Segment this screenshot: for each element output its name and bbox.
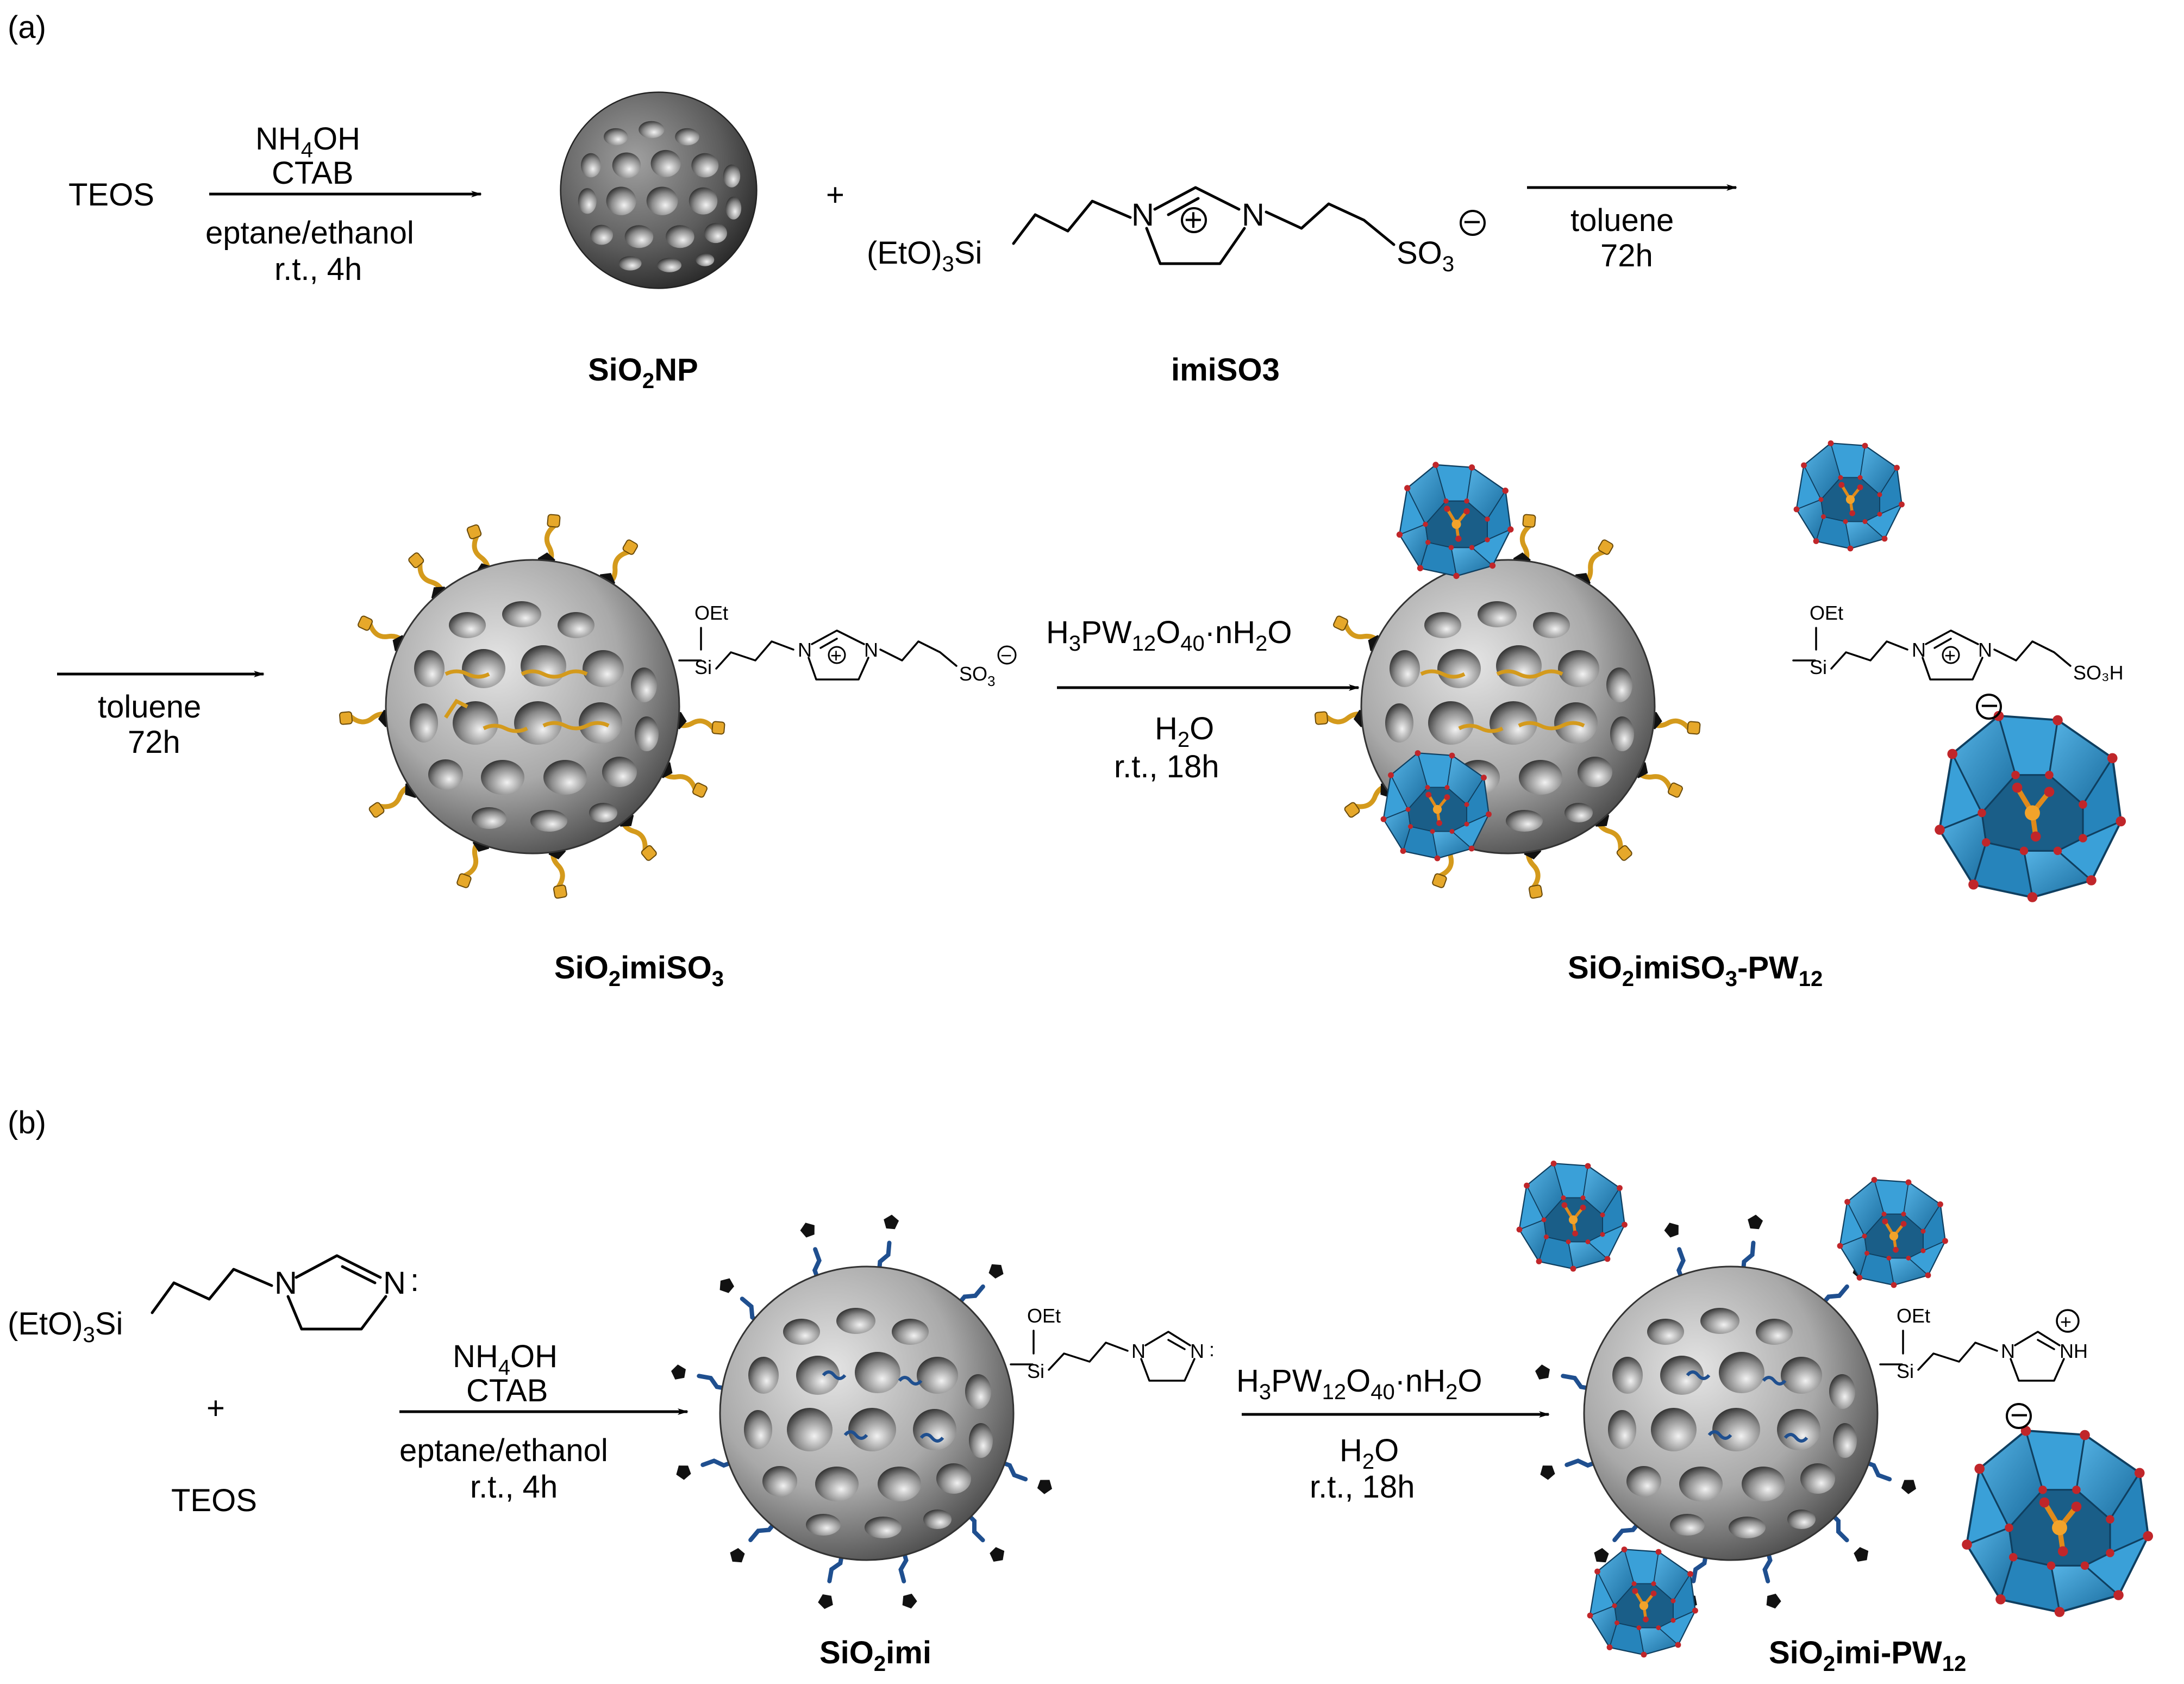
sio2imiso3-particle <box>340 514 725 899</box>
svg-text::: : <box>1209 1338 1215 1361</box>
step1-condition-ammonia: NH4OH <box>255 121 360 162</box>
svg-text:SO₃H: SO₃H <box>2073 662 2124 684</box>
svg-text:N: N <box>274 1265 297 1301</box>
sio2imiso3-pw12-particle <box>1315 514 1701 899</box>
polyoxometalate-cluster-b-large <box>1962 1426 2153 1617</box>
stepb2-condition-time: r.t., 18h <box>1310 1469 1415 1505</box>
svg-text:N: N <box>1131 1340 1146 1362</box>
svg-text:N: N <box>864 639 878 661</box>
svg-text:Si: Si <box>694 656 712 678</box>
step3-condition-time: 72h <box>128 725 180 760</box>
sio2imiso3-pw12-linker-structure: OEt Si N N + SO₃H − <box>1792 602 2124 724</box>
svg-text:−: − <box>1000 644 1012 666</box>
sio2imi-pw12-particle <box>1534 1214 1919 1610</box>
sio2imi-pw12-linker-structure: OEt Si N NH + − <box>1879 1305 2088 1433</box>
svg-text:+: + <box>830 644 842 666</box>
svg-text:OEt: OEt <box>1027 1305 1061 1327</box>
polyoxometalate-cluster-b1 <box>1517 1161 1628 1271</box>
step4-condition-time: r.t., 18h <box>1114 749 1219 784</box>
polyoxometalate-cluster-large <box>1935 711 2126 902</box>
sio2imiso3-linker-structure: OEt Si N N + SO3 − <box>678 602 1017 689</box>
svg-text::: : <box>410 1263 419 1298</box>
svg-text:−: − <box>1980 688 1999 724</box>
svg-text:(EtO)3Si: (EtO)3Si <box>8 1306 123 1347</box>
svg-text:OEt: OEt <box>694 602 728 624</box>
sio2imi-particle <box>670 1214 1055 1610</box>
sio2imi-label: SiO2imi <box>819 1635 931 1676</box>
svg-text:N: N <box>1131 197 1154 233</box>
imiso3-structure: (EtO)3Si N N + SO3 − <box>867 186 1486 276</box>
svg-text:SO3: SO3 <box>959 663 995 689</box>
plus-sign-b: + <box>206 1390 225 1426</box>
svg-text:N: N <box>1978 639 1992 661</box>
sio2imi-pw12-label: SiO2imi-PW12 <box>1769 1635 1966 1676</box>
step2-condition-solvent: toluene <box>1570 203 1674 238</box>
svg-text:+: + <box>1184 202 1203 238</box>
teos-label-b: TEOS <box>171 1483 257 1518</box>
stepb1-condition-ammonia: NH4OH <box>453 1339 558 1380</box>
silica-nanoparticle <box>561 92 757 289</box>
svg-text:N: N <box>1242 197 1265 233</box>
teos-label: TEOS <box>68 177 154 213</box>
svg-text:N: N <box>2001 1340 2015 1362</box>
svg-text:(EtO)3Si: (EtO)3Si <box>867 235 982 276</box>
stepb2-condition-reagent: H3PW12O40·nH2O <box>1236 1363 1482 1404</box>
stepb1-condition-solvent: eptane/ethanol <box>399 1433 608 1468</box>
step4-condition-reagent: H3PW12O40·nH2O <box>1046 615 1292 656</box>
step1-condition-solvent: eptane/ethanol <box>205 215 414 251</box>
plus-sign: + <box>826 177 844 213</box>
svg-text:+: + <box>2060 1311 2072 1333</box>
step1-condition-time: r.t., 4h <box>274 252 362 287</box>
stepb2-condition-solvent: H2O <box>1340 1433 1399 1474</box>
stepb1-condition-time: r.t., 4h <box>470 1469 558 1505</box>
svg-text:N: N <box>798 639 812 661</box>
svg-text:Si: Si <box>1897 1360 1914 1382</box>
panel-a-label: (a) <box>8 10 46 45</box>
svg-text:−: − <box>2010 1398 2029 1433</box>
step3-condition-solvent: toluene <box>98 689 201 725</box>
svg-text:+: + <box>1944 644 1956 666</box>
sio2imiso3-label: SiO2imiSO3 <box>554 950 724 991</box>
sio2np-label: SiO2NP <box>588 352 698 393</box>
svg-text:N: N <box>1912 639 1926 661</box>
step2-condition-time: 72h <box>1600 238 1653 273</box>
panel-b-label: (b) <box>8 1105 46 1140</box>
svg-text:SO3: SO3 <box>1397 235 1454 276</box>
svg-text:−: − <box>1463 204 1481 240</box>
svg-text:OEt: OEt <box>1897 1305 1930 1327</box>
svg-text:OEt: OEt <box>1810 602 1843 624</box>
step4-condition-solvent: H2O <box>1155 711 1214 752</box>
svg-text:Si: Si <box>1810 656 1827 678</box>
svg-text:N: N <box>1190 1340 1204 1362</box>
sio2imi-linker-structure: OEt Si N N : <box>1010 1305 1215 1382</box>
polyoxometalate-cluster-2 <box>1794 440 1905 551</box>
polyoxometalate-cluster-b3 <box>1587 1546 1698 1657</box>
step1-condition-ctab: CTAB <box>272 155 353 191</box>
imidazoline-silane-structure: (EtO)3Si N N : <box>8 1254 419 1347</box>
sio2imiso3-pw12-label: SiO2imiSO3-PW12 <box>1568 950 1823 991</box>
imiso3-label: imiSO3 <box>1171 352 1280 388</box>
svg-text:Si: Si <box>1027 1360 1044 1382</box>
svg-text:N: N <box>383 1265 406 1301</box>
stepb1-condition-ctab: CTAB <box>466 1373 548 1408</box>
